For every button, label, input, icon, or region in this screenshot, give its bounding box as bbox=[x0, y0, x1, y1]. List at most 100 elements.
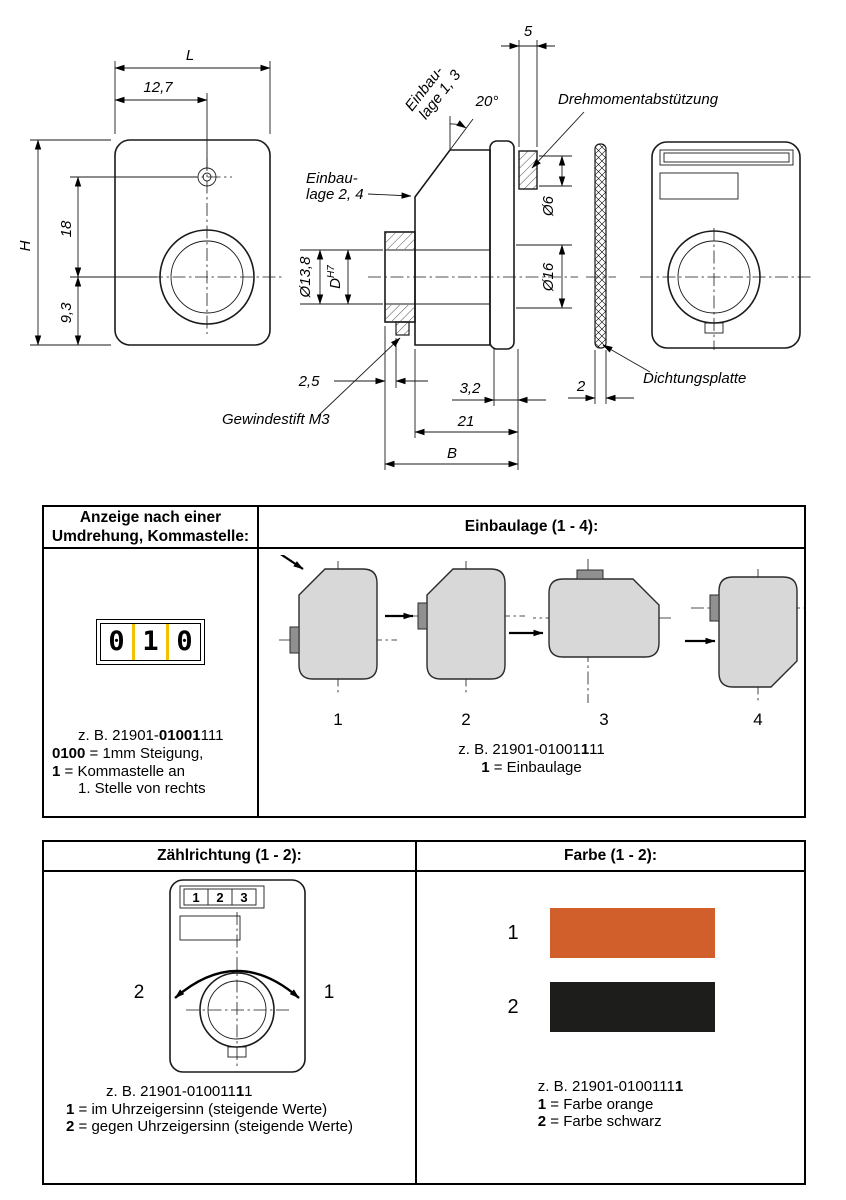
display-digit-3: 3 bbox=[240, 890, 247, 905]
einbaulage-code: z. B. 21901-01001111 bbox=[458, 741, 605, 758]
front-view-right bbox=[640, 141, 812, 350]
counter-window: 0 1 0 bbox=[100, 623, 201, 661]
swatch-number-2: 2 bbox=[507, 995, 519, 1018]
einbaulage24-line1: Einbau- bbox=[306, 170, 358, 187]
anzeige-header-line1: Anzeige nach einer bbox=[79, 508, 222, 526]
color-swatches: 1 2 bbox=[506, 908, 715, 1032]
farbe-legend-1: 1 = Farbe orange bbox=[537, 1095, 654, 1113]
einbaulage-example-text: z. B. 21901-01001111 1 = Einbaulage bbox=[458, 741, 605, 776]
dim-L-label: L bbox=[186, 47, 194, 64]
direction-label-ccw: 2 bbox=[134, 982, 145, 1003]
gewindestift-label: Gewindestift M3 bbox=[222, 411, 330, 428]
sealing-plate bbox=[586, 143, 616, 349]
dim-13-8-label: Ø13,8 bbox=[297, 256, 314, 299]
anzeige-example-text: z. B. 21901-01001111 0100 = 1mm Steigung… bbox=[44, 727, 223, 798]
zaehlrichtung-header-text: Zählrichtung (1 - 2): bbox=[157, 847, 302, 865]
dim-5-label: 5 bbox=[524, 23, 533, 40]
counter-display: 0 1 0 bbox=[96, 619, 205, 665]
color-swatch-orange bbox=[550, 908, 715, 958]
dim-L: L bbox=[114, 47, 271, 134]
dim-21-label: 21 bbox=[457, 413, 475, 430]
zaehlrichtung-drawing: 1 2 3 2 1 bbox=[134, 879, 335, 1073]
label-einbaulage-2-4: Einbau- lage 2, 4 bbox=[306, 170, 412, 203]
einbaulage-position-1 bbox=[279, 555, 397, 693]
farbe-code: z. B. 21901-01001111 bbox=[537, 1077, 684, 1095]
einbaulage-header: Einbaulage (1 - 4): bbox=[259, 507, 804, 549]
dim-18-label: 18 bbox=[58, 220, 75, 237]
counter-digit: 0 bbox=[176, 626, 193, 657]
dim-93-label: 9,3 bbox=[58, 302, 75, 324]
dim-3-2: 3,2 bbox=[452, 349, 546, 470]
decimal-marker bbox=[166, 624, 169, 660]
farbe-example-text: z. B. 21901-01001111 1 = Farbe orange 2 … bbox=[538, 1078, 683, 1131]
einbaulage-cell: 1 2 3 4 z. B. 21901-01001111 1 = Einbaul… bbox=[259, 549, 804, 816]
zaehlrichtung-legend-1: 1 = im Uhrzeigersinn (steigende Werte) bbox=[66, 1100, 328, 1118]
torque-support-pin bbox=[518, 150, 538, 190]
position-number-3: 3 bbox=[599, 710, 608, 729]
dim-B: B bbox=[384, 445, 519, 468]
dim-dia16: Ø16 bbox=[516, 244, 572, 309]
label-einbaulage-1-3: Einbau- lage 1, 3 bbox=[402, 63, 465, 122]
einbaulage-position-3 bbox=[533, 559, 671, 703]
anzeige-header: Anzeige nach einer Umdrehung, Kommastell… bbox=[44, 507, 259, 549]
dim-13-8-DH7: Ø13,8 DH7 bbox=[297, 249, 383, 305]
technical-drawing: L 12,7 H 18 9,3 bbox=[17, 23, 812, 470]
dim-3-2-label: 3,2 bbox=[460, 380, 482, 397]
counter-digit: 0 bbox=[108, 626, 125, 657]
dim-DH7-label: DH7 bbox=[326, 265, 344, 289]
anzeige-code: z. B. 21901-01001111 bbox=[78, 727, 224, 745]
swatch-row-black: 2 bbox=[506, 982, 715, 1032]
dim-2-5: 2,5 bbox=[298, 326, 428, 470]
farbe-header-text: Farbe (1 - 2): bbox=[563, 847, 657, 865]
swatch-number-1: 1 bbox=[507, 921, 519, 944]
anzeige-cell: 0 1 0 z. B. 21901-01001111 0100 = 1mm St… bbox=[44, 549, 259, 816]
section-view bbox=[368, 140, 578, 350]
table-anzeige-einbaulage: Anzeige nach einer Umdrehung, Kommastell… bbox=[42, 505, 806, 818]
display-digit-1: 1 bbox=[192, 890, 199, 905]
decimal-marker bbox=[132, 624, 135, 660]
einbaulage24-line2: lage 2, 4 bbox=[306, 186, 364, 203]
zaehlrichtung-legend-2: 2 = gegen Uhrzeigersinn (steigende Werte… bbox=[66, 1118, 353, 1136]
anzeige-legend-3: 1. Stelle von rechts bbox=[78, 780, 206, 798]
zaehlrichtung-example-text: z. B. 21901-01001111 1 = im Uhrzeigersin… bbox=[44, 1083, 353, 1136]
direction-label-cw: 1 bbox=[324, 982, 335, 1003]
einbaulage-header-text: Einbaulage (1 - 4): bbox=[464, 518, 599, 536]
anzeige-legend-2: 1 = Kommastelle an bbox=[52, 762, 185, 780]
dim-20deg-label: 20° bbox=[475, 93, 499, 110]
counter-digit: 1 bbox=[142, 626, 159, 657]
swatch-row-orange: 1 bbox=[506, 908, 715, 958]
farbe-header: Farbe (1 - 2): bbox=[417, 842, 804, 872]
dim-H: H bbox=[17, 139, 111, 346]
dim-B-label: B bbox=[447, 445, 457, 462]
front-view-left bbox=[114, 139, 285, 346]
dim-12-7: 12,7 bbox=[114, 79, 208, 168]
display-digit-2: 2 bbox=[216, 890, 223, 905]
farbe-cell: 1 2 z. B. 21901-01001111 1 = Farbe orang… bbox=[417, 872, 804, 1183]
anzeige-header-line2: Umdrehung, Kommastelle: bbox=[51, 528, 250, 545]
zaehlrichtung-device: 1 2 3 bbox=[169, 879, 306, 1073]
dim-2: 2 bbox=[568, 350, 634, 404]
dim-H-label: H bbox=[17, 240, 34, 251]
set-screw bbox=[395, 321, 410, 336]
anzeige-legend-1: 0100 = 1mm Steigung, bbox=[52, 744, 204, 762]
color-swatch-black bbox=[550, 982, 715, 1032]
dim-2-5-label: 2,5 bbox=[298, 373, 321, 390]
einbaulage-position-4 bbox=[685, 569, 804, 701]
farbe-legend-2: 2 = Farbe schwarz bbox=[537, 1113, 662, 1131]
position-number-4: 4 bbox=[753, 710, 762, 729]
dim-2-label: 2 bbox=[576, 378, 586, 395]
dim-12-7-label: 12,7 bbox=[143, 79, 173, 96]
zaehlrichtung-header: Zählrichtung (1 - 2): bbox=[44, 842, 417, 872]
dim-dia6-label: Ø6 bbox=[540, 195, 557, 217]
table-zaehlrichtung-farbe: Zählrichtung (1 - 2): Farbe (1 - 2): 1 2… bbox=[42, 840, 806, 1185]
position-number-1: 1 bbox=[333, 710, 342, 729]
dim-dia6: Ø6 bbox=[539, 155, 572, 217]
label-gewindestift: Gewindestift M3 bbox=[222, 337, 401, 428]
dichtungsplatte-label: Dichtungsplatte bbox=[643, 370, 746, 387]
dim-20deg: 20° bbox=[449, 93, 499, 151]
dim-5: 5 bbox=[501, 23, 555, 147]
position-number-2: 2 bbox=[461, 710, 470, 729]
label-dichtungsplatte: Dichtungsplatte bbox=[602, 344, 746, 387]
label-drehmomentabstuetzung: Drehmomentabstützung bbox=[531, 91, 719, 169]
